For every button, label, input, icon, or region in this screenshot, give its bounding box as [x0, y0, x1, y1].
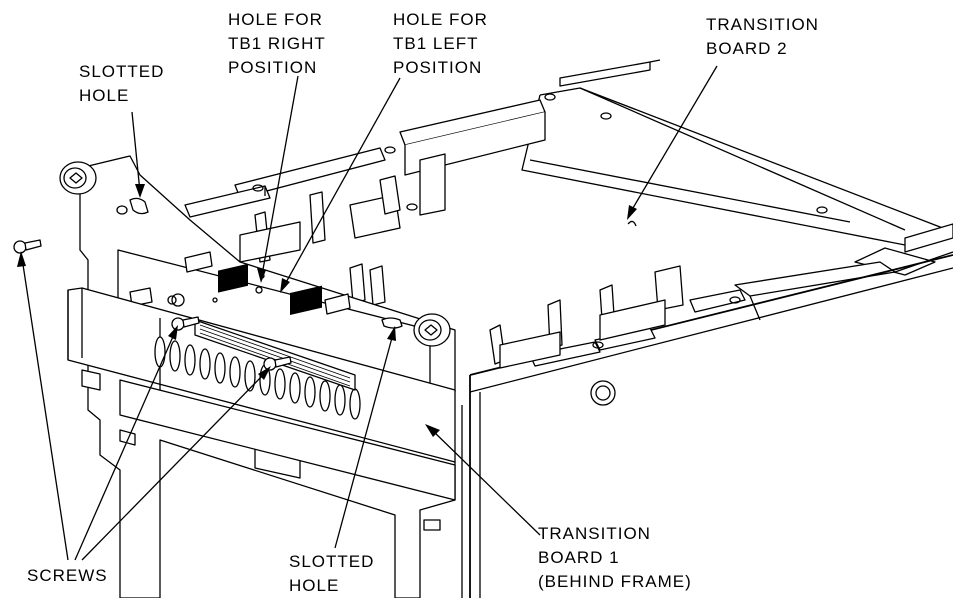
- screw-middle: [171, 316, 200, 331]
- label-line: POSITION: [228, 58, 318, 77]
- label-line: TB1 LEFT: [393, 34, 479, 53]
- label-transition-board-1: TRANSITION BOARD 1 (BEHIND FRAME): [538, 522, 692, 594]
- card-guides: [184, 99, 684, 369]
- label-line: BOARD 1: [538, 548, 620, 567]
- label-line: HOLE FOR: [228, 10, 323, 29]
- label-line: HOLE: [289, 576, 340, 595]
- label-hole-tb1-left: HOLE FOR TB1 LEFT POSITION: [393, 8, 488, 80]
- label-transition-board-2: TRANSITION BOARD 2: [706, 13, 819, 61]
- label-slotted-hole-bottom: SLOTTED HOLE: [289, 550, 374, 598]
- label-line: BOARD 2: [706, 39, 788, 58]
- label-line: TB1 RIGHT: [228, 34, 326, 53]
- label-line: (BEHIND FRAME): [538, 572, 692, 591]
- screw-left: [13, 239, 42, 254]
- label-slotted-hole-top: SLOTTED HOLE: [79, 60, 164, 108]
- label-line: HOLE: [79, 86, 130, 105]
- screw-right: [263, 356, 292, 371]
- label-line: TRANSITION: [538, 524, 651, 543]
- label-line: SCREWS: [27, 566, 108, 585]
- label-line: TRANSITION: [706, 15, 819, 34]
- label-line: SLOTTED: [79, 62, 165, 81]
- label-line: POSITION: [393, 58, 483, 77]
- label-line: HOLE FOR: [393, 10, 488, 29]
- label-hole-tb1-right: HOLE FOR TB1 RIGHT POSITION: [228, 8, 326, 80]
- leader-lines: [17, 65, 718, 561]
- label-screws: SCREWS: [27, 564, 108, 588]
- vent-slots: [154, 336, 361, 420]
- screws: [13, 239, 292, 371]
- label-line: SLOTTED: [289, 552, 375, 571]
